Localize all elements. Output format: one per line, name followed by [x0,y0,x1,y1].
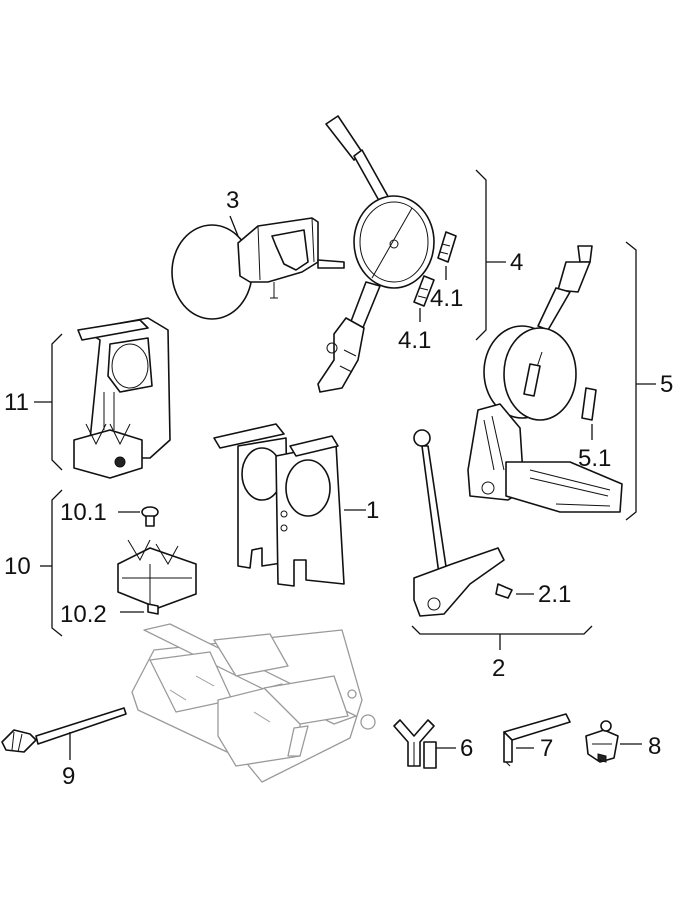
machine-base-ghosted [131,623,376,783]
part-11-clamp-assembly: 11 [4,317,171,479]
part-1-clamps: 1 [213,423,379,587]
label-9: 9 [62,763,75,790]
label-4: 4 [510,249,523,276]
label-6: 6 [460,735,473,762]
label-10: 10 [4,553,31,580]
bracket-11 [51,333,63,471]
label-8: 8 [648,733,661,760]
label-4-1b: 4.1 [398,327,431,354]
label-7: 7 [540,735,553,762]
bracket-2 [411,625,593,635]
part-4-heating-element: 4.1 4.1 4 [317,115,523,393]
label-4-1a: 4.1 [430,285,463,312]
part-6-pins: 6 [393,719,473,769]
part-7-hex-key: 7 [503,713,571,767]
bracket-10 [51,489,63,637]
leader-3 [229,215,239,237]
part-9-rod: 9 [1,707,127,790]
part-2-lever: 2.1 2 [411,429,593,682]
label-5-1: 5.1 [578,445,611,472]
bracket-5 [625,241,637,521]
label-11: 11 [4,389,29,416]
label-5: 5 [660,371,673,398]
label-3: 3 [226,187,239,214]
label-2: 2 [492,655,505,682]
label-2-1: 2.1 [538,581,571,608]
part-5-facing-device: 5.1 5 [467,241,673,521]
part-8-fitting: 8 [585,720,661,763]
label-10-1: 10.1 [60,499,107,526]
label-10-2: 10.2 [60,601,107,628]
part-10-inserts: 10.1 10.2 10 [4,489,197,637]
part-3-facing-plate: 3 [171,187,345,320]
label-1: 1 [366,497,379,524]
bracket-4 [475,169,487,341]
